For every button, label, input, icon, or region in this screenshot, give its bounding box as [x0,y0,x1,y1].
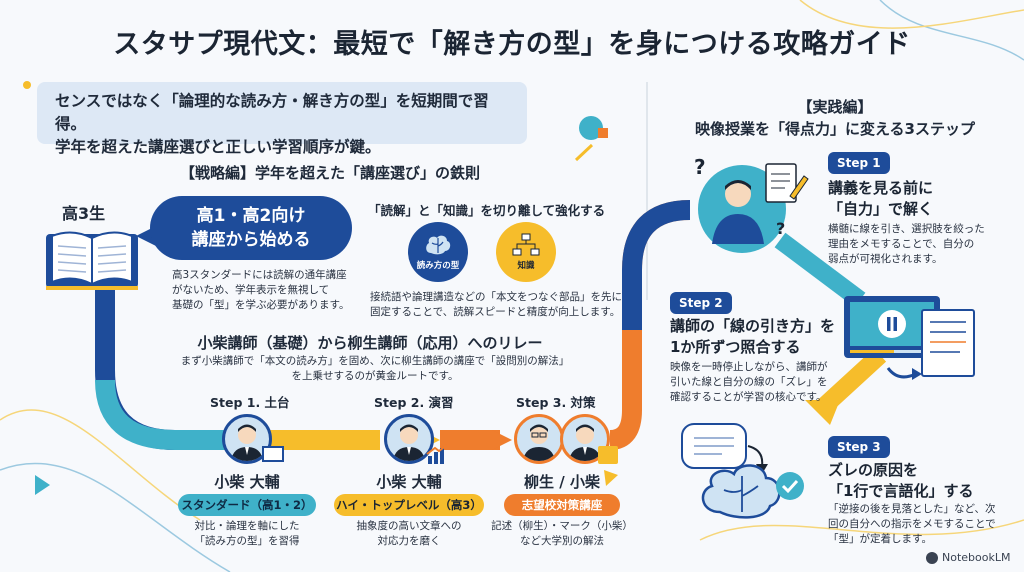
lead-line-2: 学年を超えた講座選びと正しい学習順序が鍵。 [55,138,381,156]
teacher-avatar [384,414,434,464]
brain-icon: 読み方の型 [408,222,468,282]
bubble-note: 高3スタンダードには読解の通年講座 がないため、学年表示を無視して 基礎の「型」… [172,268,372,313]
teacher-name: 柳生 / 小柴 [524,473,600,491]
bubble-line-1: 高1・高2向け [196,206,306,226]
practice-heading-2: 映像授業を「得点力」に変える3ステップ [695,120,975,138]
reading-type-label: 読み方の型 [416,261,460,271]
practice-step-2-desc: 映像を一時停止しながら、講師が 引いた線と自分の線の「ズレ」を 確認することが学… [670,360,850,405]
bubble-note-line: がないため、学年表示を無視して [172,284,330,296]
split-note: 接続語や論理講造などの「本文をつなぐ部品」を先に 固定することで、読解スピードと… [370,290,632,320]
course-pill: スタンダード（高1・2） [178,494,316,516]
practice-step-title-line: 講義を見る前に [828,179,934,197]
practice-step-title-line: 1か所ずつ照合する [670,338,801,356]
split-note-line: 接続語や論理講造などの「本文をつなぐ部品」を先に [370,291,622,303]
course-desc-line: 対比・論理を軸にした [194,520,300,532]
practice-step-3-badge: Step 3 [828,436,890,458]
practice-step-desc-line: 映像を一時停止しながら、講師が [670,361,828,373]
practice-step-1-badge: Step 1 [828,152,890,174]
practice-step-desc-line: 「型」が定着します。 [828,533,932,545]
building-icon [598,446,618,464]
knowledge-label: 知識 [517,261,535,271]
book-icon [42,226,142,292]
strategy-step-2-label: Step 2. 演習 [374,395,454,410]
split-heading: 「読解」と「知識」を切り離して強化する [368,203,606,218]
student-writing-icon: ? ? [690,154,810,254]
practice-step-desc-line: 回の自分への指示をメモすることで [828,518,996,530]
practice-step-title-line: 「自力」で解く [828,200,934,218]
split-note-line: 固定することで、読解スピードと精度が向上します。 [370,306,621,318]
book-mini-icon [262,446,284,462]
start-lower-grade-bubble: 高1・高2向け 講座から始める [150,196,352,260]
practice-step-desc-line: 引いた線と自分の線の「ズレ」を [670,376,828,388]
practice-step-2-badge: Step 2 [670,292,732,314]
strategy-heading: 【戦略編】学年を超えた「講座選び」の鉄則 [179,164,480,182]
svg-text:?: ? [694,155,706,179]
course-desc: 抽象度の高い文章への 対応力を磨く [334,519,484,549]
teacher-name: 小柴 大輔 [376,473,442,491]
strategy-step-3-label: Step 3. 対策 [516,395,596,410]
practice-step-1-title: 講義を見る前に 「自力」で解く [828,178,933,220]
course-desc-line: 「読み方の型」を習得 [194,535,300,547]
relay-note-line: を上乗せするのが黄金ルートです。 [291,370,459,382]
structure-icon: 知識 [496,222,556,282]
bubble-note-line: 基礎の「型」を学ぶ必要があります。 [172,299,350,311]
course-pill: ハイ・トップレベル（高3） [334,494,484,516]
page-title: スタサプ現代文：最短で「解き方の型」を身につける攻略ガイド [113,29,911,60]
course-desc-line: 対応力を磨く [377,535,441,547]
practice-step-title-line: ズレの原因を [828,461,919,479]
notebooklm-logo-icon [926,551,938,564]
svg-text:?: ? [776,219,785,238]
practice-step-desc-line: 「逆接の後を見落とした」など、次 [828,503,996,515]
practice-step-2-title: 講師の「線の引き方」を 1か所ずつ照合する [670,316,835,358]
course-desc-line: 記述（柳生）・マーク（小柴） [491,520,633,532]
strategy-step-1-label: Step 1. 土台 [210,395,290,410]
course-desc: 対比・論理を軸にした 「読み方の型」を習得 [172,519,322,549]
relay-note-line: まず小柴講師で「本文の読み方」を固め、次に柳生講師の講座で「設問別の解法」 [180,355,570,367]
watermark-text: NotebookLM [942,551,1011,564]
practice-step-title-line: 「1行で言語化」する [828,482,974,500]
chart-up-icon [426,444,448,464]
lead-line-1: センスではなく「論理的な読み方・解き方の型」を短期間で習得。 [55,92,489,133]
course-desc: 記述（柳生）・マーク（小柴） など大学別の解法 [490,519,634,549]
practice-step-3-title: ズレの原因を 「1行で言語化」する [828,460,973,502]
practice-step-desc-line: 確認することが学習の核心です。 [670,391,827,403]
bubble-note-line: 高3スタンダードには読解の通年講座 [172,269,347,281]
watermark: NotebookLM [926,551,1010,564]
practice-heading-1: 【実践編】 [797,98,873,116]
practice-step-desc-line: 弱点が可視化されます。 [828,253,943,265]
practice-step-1-desc: 横髄に線を引き、選択肢を絞った 理由をメモすることで、自分の 弱点が可視化されま… [828,222,1008,267]
lead-box: センスではなく「論理的な読み方・解き方の型」を短期間で習得。 学年を超えた講座選… [37,82,527,156]
course-pill: 志望校対策講座 [504,494,620,516]
practice-step-3-desc: 「逆接の後を見落とした」など、次 回の自分への指示をメモすることで 「型」が定着… [828,502,1014,547]
relay-heading: 小柴講師（基礎）から柳生講師（応用）へのリレー [197,334,543,352]
course-desc-line: など大学別の解法 [520,535,604,547]
teacher-avatar [514,414,564,464]
practice-step-desc-line: 理由をメモすることで、自分の [828,238,975,250]
teacher-avatar [560,414,610,464]
course-desc-line: 抽象度の高い文章への [356,520,462,532]
brain-check-icon [676,420,826,526]
practice-step-title-line: 講師の「線の引き方」を [670,317,836,335]
relay-note: まず小柴講師で「本文の読み方」を固め、次に柳生講師の講座で「設問別の解法」 を上… [140,354,610,384]
bubble-line-2: 講座から始める [191,230,311,250]
grade-label: 高3生 [62,204,106,223]
video-pause-icon [842,290,992,386]
teacher-name: 小柴 大輔 [214,473,280,491]
practice-step-desc-line: 横髄に線を引き、選択肢を絞った [828,223,985,235]
